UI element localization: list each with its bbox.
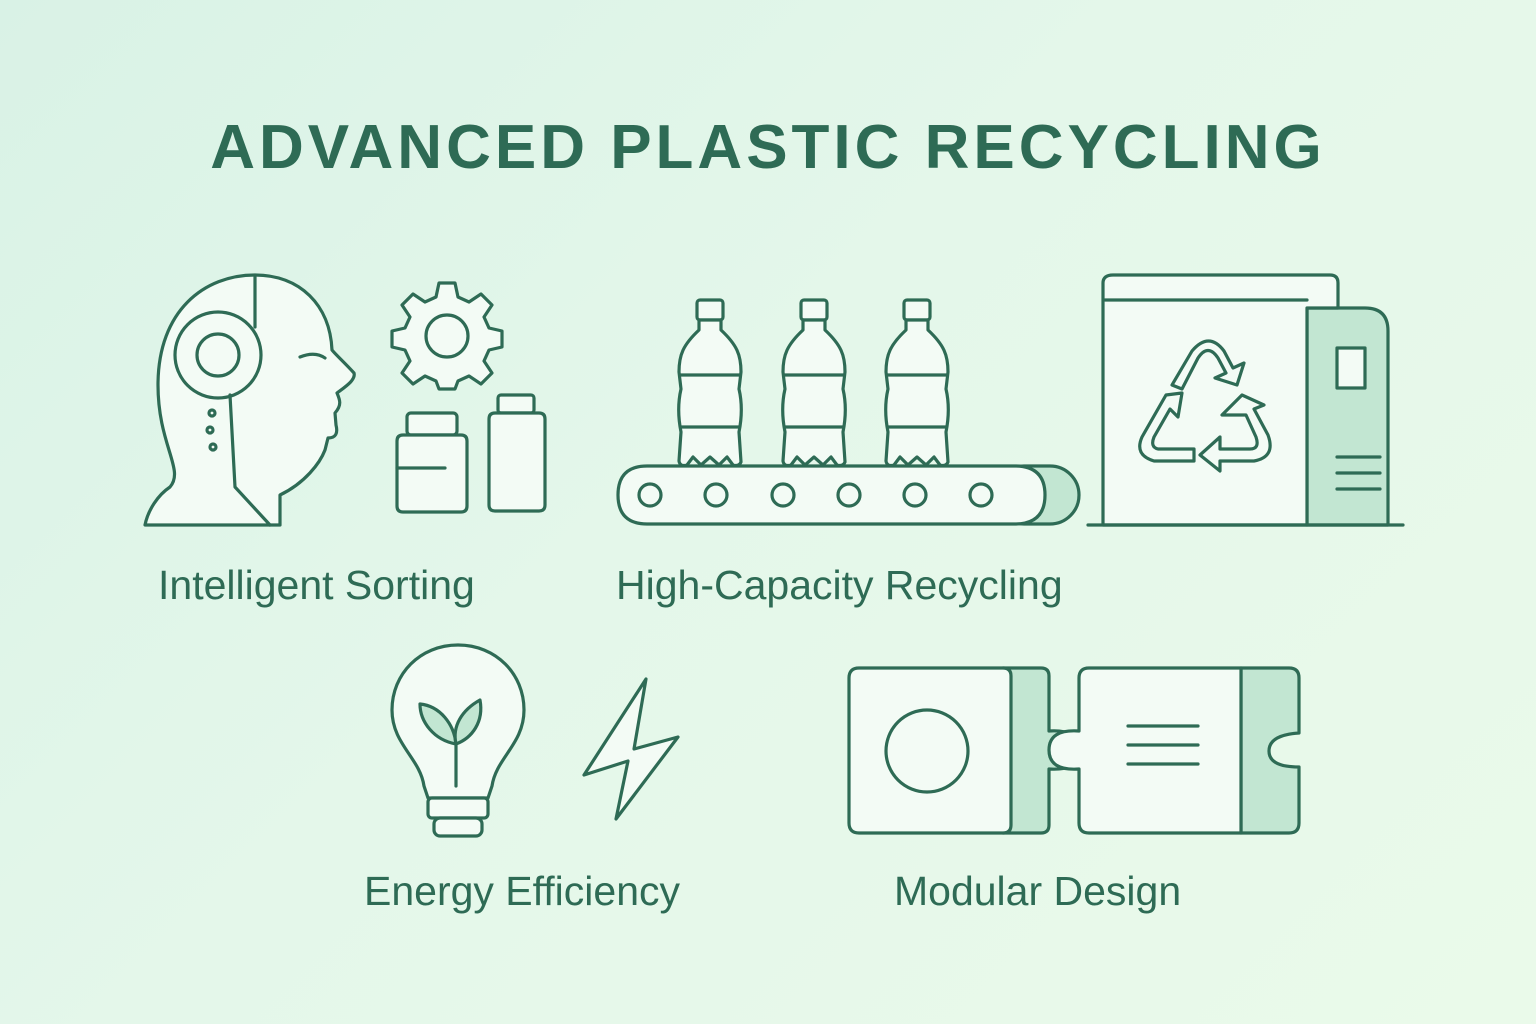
page-title: ADVANCED PLASTIC RECYCLING bbox=[210, 113, 1326, 182]
eco-bulb-icon bbox=[390, 643, 526, 838]
lightning-icon bbox=[582, 677, 680, 821]
recycle-symbol-icon bbox=[1138, 339, 1272, 473]
feature-label-high-capacity-recycling: High-Capacity Recycling bbox=[616, 562, 1063, 608]
feature-label-energy-efficiency: Energy Efficiency bbox=[364, 868, 681, 914]
puzzle-module-icon bbox=[847, 666, 1301, 835]
gear-icon bbox=[390, 281, 504, 391]
bottle-icon bbox=[884, 298, 950, 468]
jar-icon bbox=[395, 411, 469, 514]
ai-head-icon bbox=[143, 273, 356, 527]
feature-label-modular-design: Modular Design bbox=[894, 868, 1182, 914]
bottle-icon bbox=[487, 393, 547, 513]
feature-label-intelligent-sorting: Intelligent Sorting bbox=[158, 562, 475, 608]
conveyor-belt-icon bbox=[616, 464, 1081, 526]
bottle-icon bbox=[677, 298, 743, 468]
bottle-icon bbox=[781, 298, 847, 468]
